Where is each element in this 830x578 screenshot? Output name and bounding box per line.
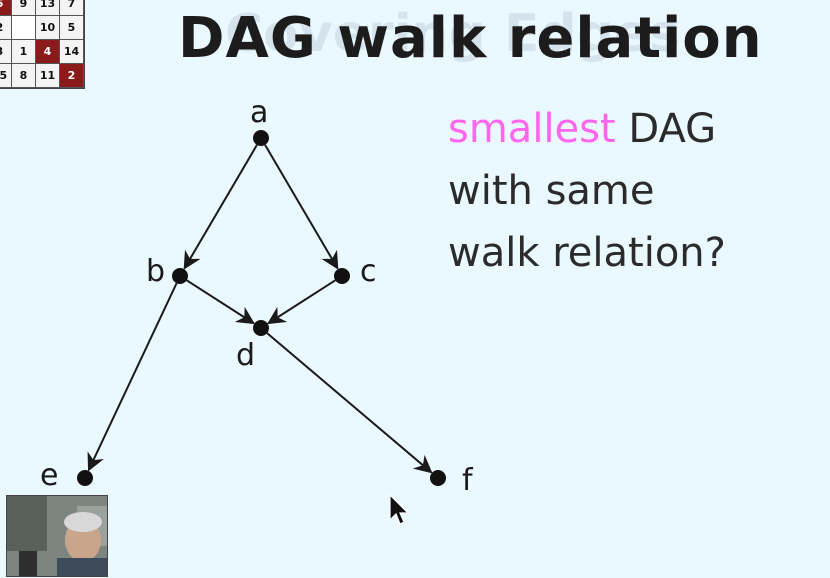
question-line-1-rest: DAG xyxy=(615,106,717,152)
presenter-image xyxy=(7,496,107,576)
edge-b-e xyxy=(87,282,178,472)
question-line-3: walk relation? xyxy=(448,230,726,276)
question-line-1: smallest DAG xyxy=(448,98,828,160)
node-a xyxy=(253,130,269,146)
node-f xyxy=(430,470,446,486)
edge-a-b xyxy=(183,144,258,270)
puzzle-cell: 1 xyxy=(12,40,35,63)
edge-c-d xyxy=(267,279,336,325)
node-group: a b c d e f xyxy=(40,95,474,498)
puzzle-cell: 14 xyxy=(60,40,83,63)
node-c xyxy=(334,268,350,284)
puzzle-cell: 6 xyxy=(0,0,11,15)
edge-a-c xyxy=(264,144,339,270)
puzzle-cell: 11 xyxy=(36,64,59,87)
puzzle-thumbnail: 69137210531414158112 xyxy=(0,0,85,89)
edge-group xyxy=(87,144,433,474)
puzzle-cell xyxy=(12,16,35,39)
puzzle-cell: 2 xyxy=(60,64,83,87)
question-text: smallest DAG with same walk relation? xyxy=(448,98,828,284)
slide-title: DAG walk relation xyxy=(178,6,763,71)
question-line-2: with same xyxy=(448,168,655,214)
node-label-a: a xyxy=(250,95,268,130)
node-label-c: c xyxy=(360,254,377,289)
presenter-webcam xyxy=(6,495,108,577)
node-e xyxy=(77,470,93,486)
puzzle-cell: 4 xyxy=(36,40,59,63)
node-b xyxy=(172,268,188,284)
node-d xyxy=(253,320,269,336)
edge-d-f xyxy=(266,332,433,474)
puzzle-cell: 15 xyxy=(0,64,11,87)
edge-b-d xyxy=(186,279,255,325)
puzzle-cell: 13 xyxy=(36,0,59,15)
node-label-b: b xyxy=(146,254,165,289)
node-label-d: d xyxy=(236,338,255,373)
puzzle-cell: 7 xyxy=(60,0,83,15)
puzzle-cell: 10 xyxy=(36,16,59,39)
node-label-e: e xyxy=(40,458,58,493)
mouse-pointer-icon xyxy=(389,494,409,525)
puzzle-cell: 3 xyxy=(0,40,11,63)
ghost-title: Covering Edges xyxy=(225,4,681,64)
puzzle-cell: 9 xyxy=(12,0,35,15)
node-label-f: f xyxy=(462,463,474,498)
puzzle-cell: 8 xyxy=(12,64,35,87)
highlight-word: smallest xyxy=(448,106,616,152)
puzzle-cell: 2 xyxy=(0,16,11,39)
puzzle-cell: 5 xyxy=(60,16,83,39)
